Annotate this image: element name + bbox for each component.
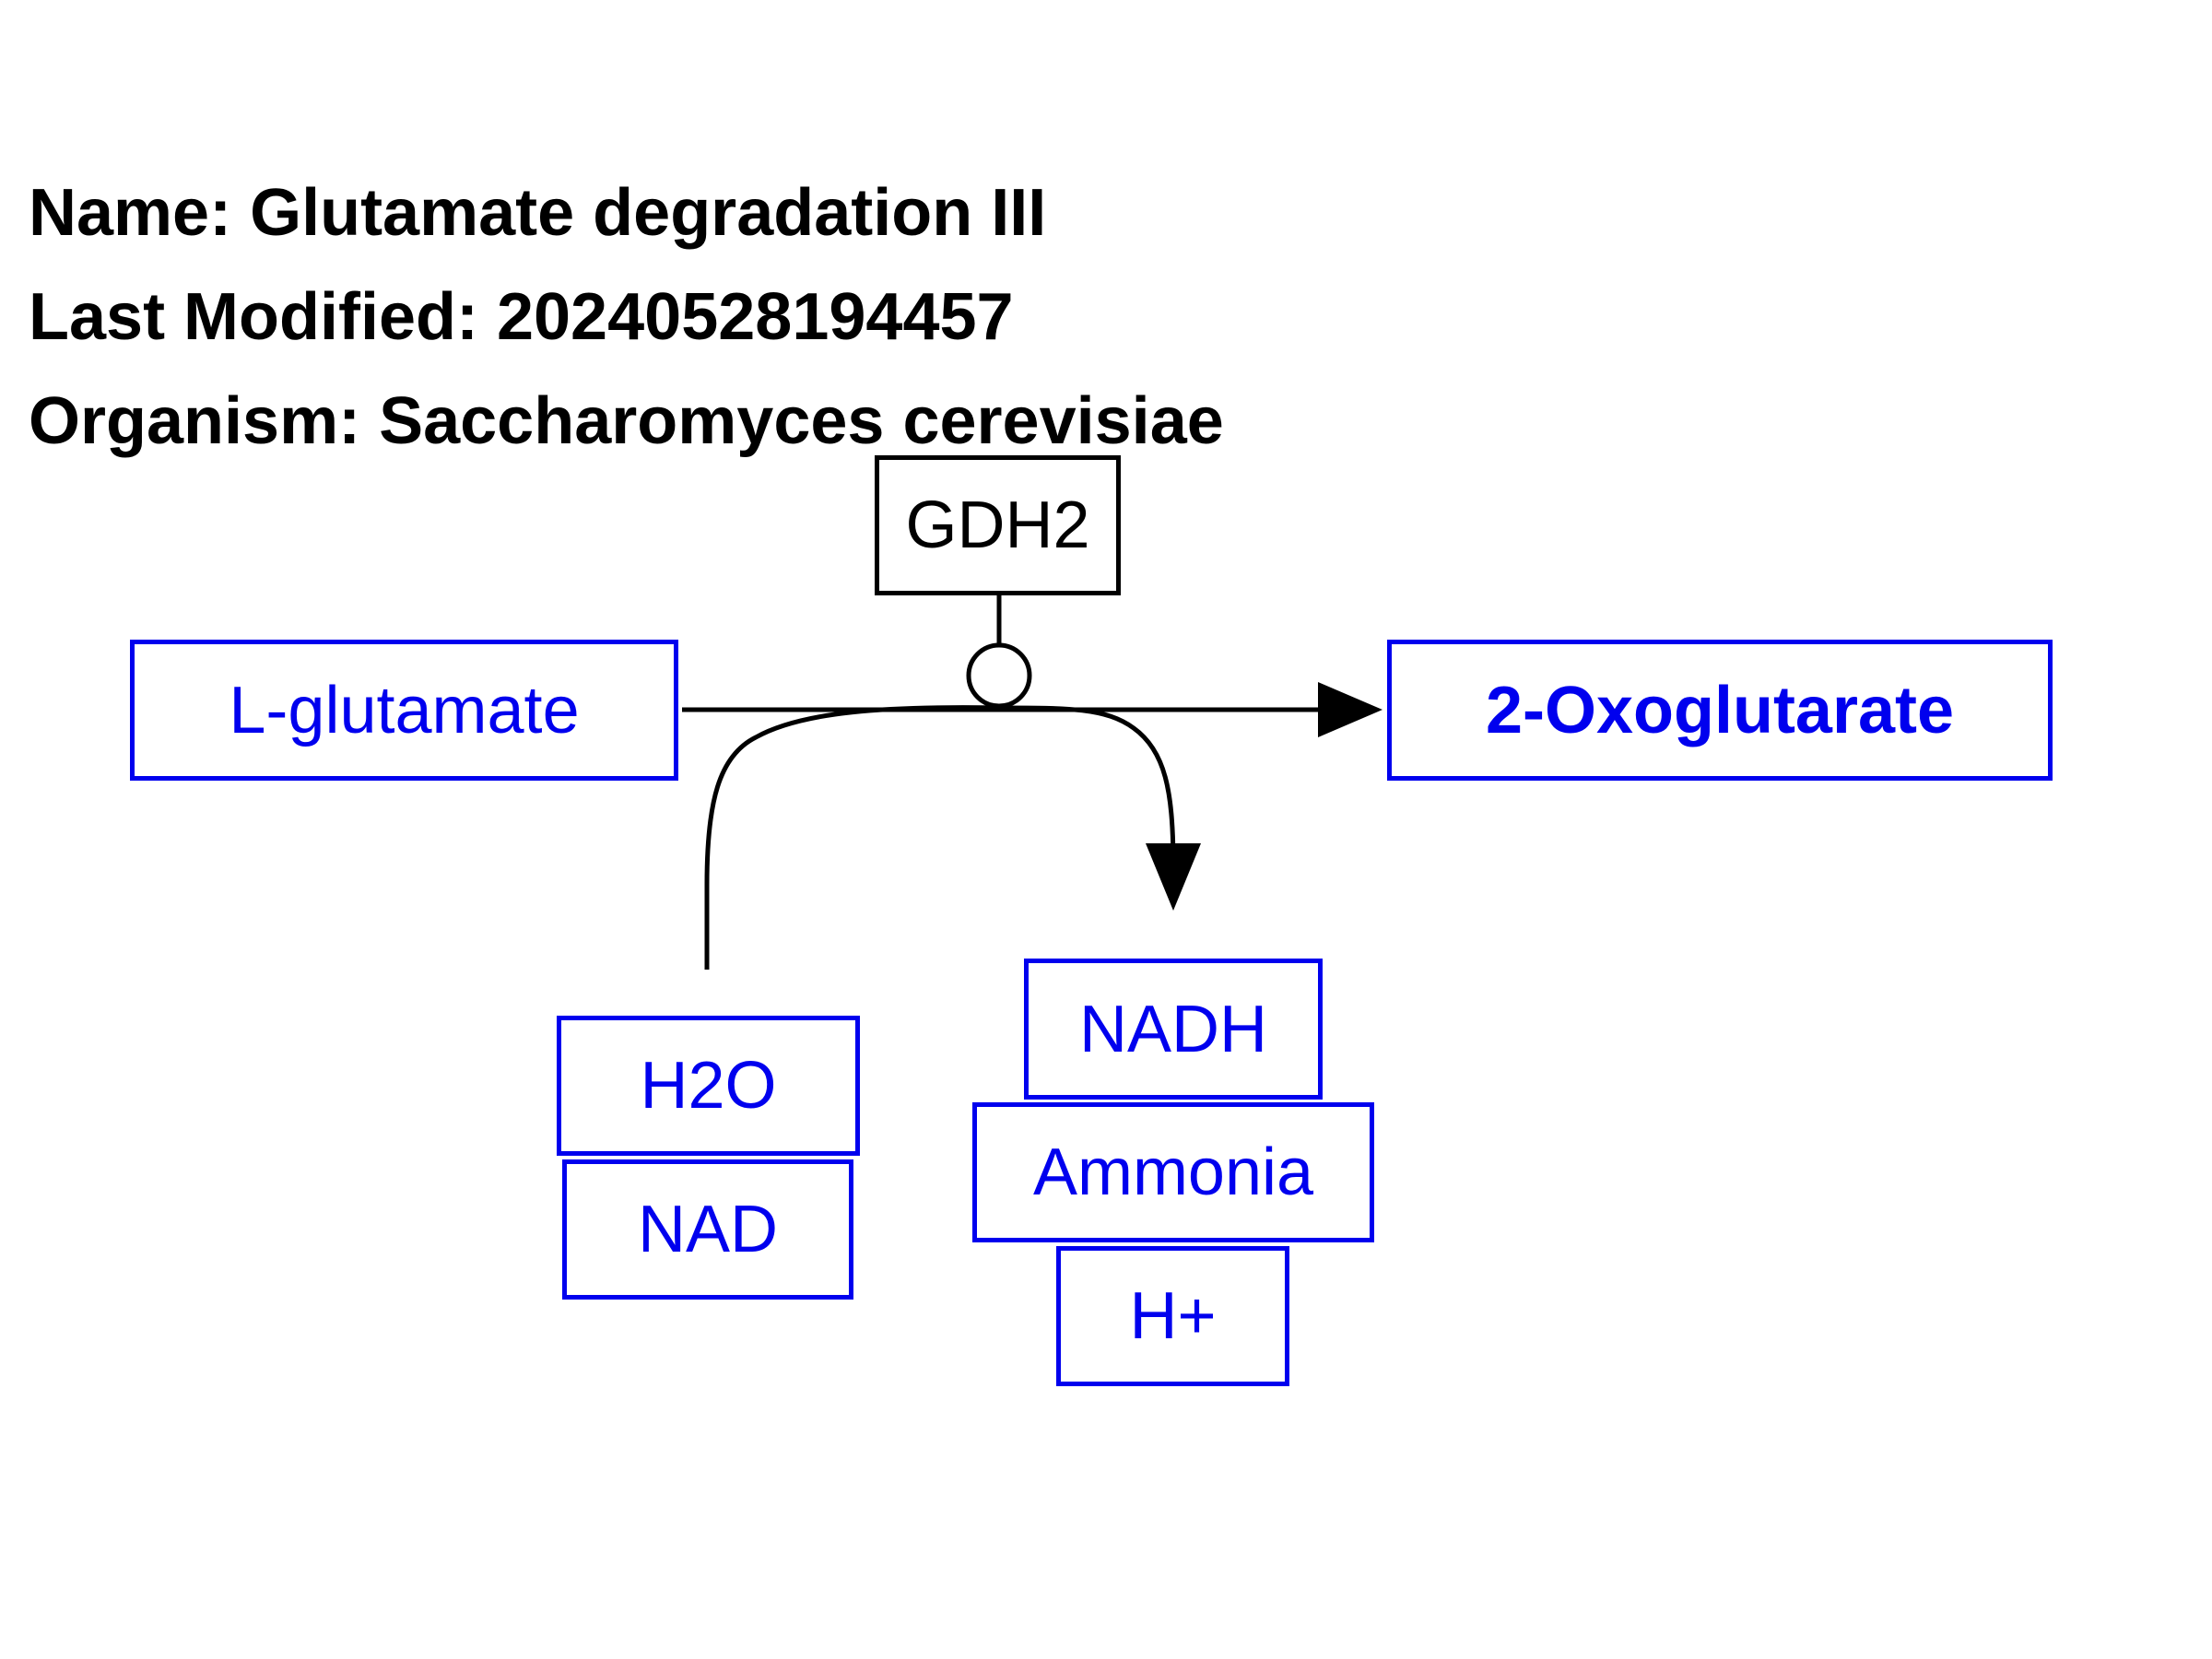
output-curve	[998, 705, 1176, 858]
metabolite-node-2-oxoglutarate[interactable]: 2-Oxoglutarate	[1387, 640, 2053, 781]
catalysis-circle	[966, 642, 1032, 709]
pathway-name: Name: Glutamate degradation III	[29, 176, 1047, 250]
metabolite-label: NAD	[637, 1193, 778, 1266]
metabolite-node-nad[interactable]: NAD	[562, 1159, 853, 1300]
metabolite-node-ammonia[interactable]: Ammonia	[972, 1102, 1374, 1242]
metabolite-label: L-glutamate	[229, 673, 580, 747]
metabolite-label: 2-Oxoglutarate	[1485, 673, 1955, 747]
metabolite-node-h-plus[interactable]: H+	[1056, 1246, 1289, 1386]
gene-node-gdh2[interactable]: GDH2	[875, 455, 1121, 595]
main-arrowhead	[1318, 682, 1382, 737]
metabolite-node-h2o[interactable]: H2O	[557, 1016, 860, 1156]
metabolite-label: Ammonia	[1032, 1135, 1314, 1209]
metabolite-label: H2O	[640, 1049, 777, 1123]
metabolite-node-nadh[interactable]: NADH	[1024, 959, 1323, 1100]
gene-label: GDH2	[905, 488, 1090, 562]
organism: Organism: Saccharomyces cerevisiae	[29, 384, 1224, 458]
input-curve	[704, 705, 1000, 970]
last-modified: Last Modified: 20240528194457	[29, 280, 1014, 354]
metabolite-label: NADH	[1078, 992, 1267, 1066]
metabolite-node-l-glutamate[interactable]: L-glutamate	[130, 640, 678, 781]
metabolite-label: H+	[1129, 1279, 1217, 1353]
output-arrowhead	[1146, 843, 1201, 911]
